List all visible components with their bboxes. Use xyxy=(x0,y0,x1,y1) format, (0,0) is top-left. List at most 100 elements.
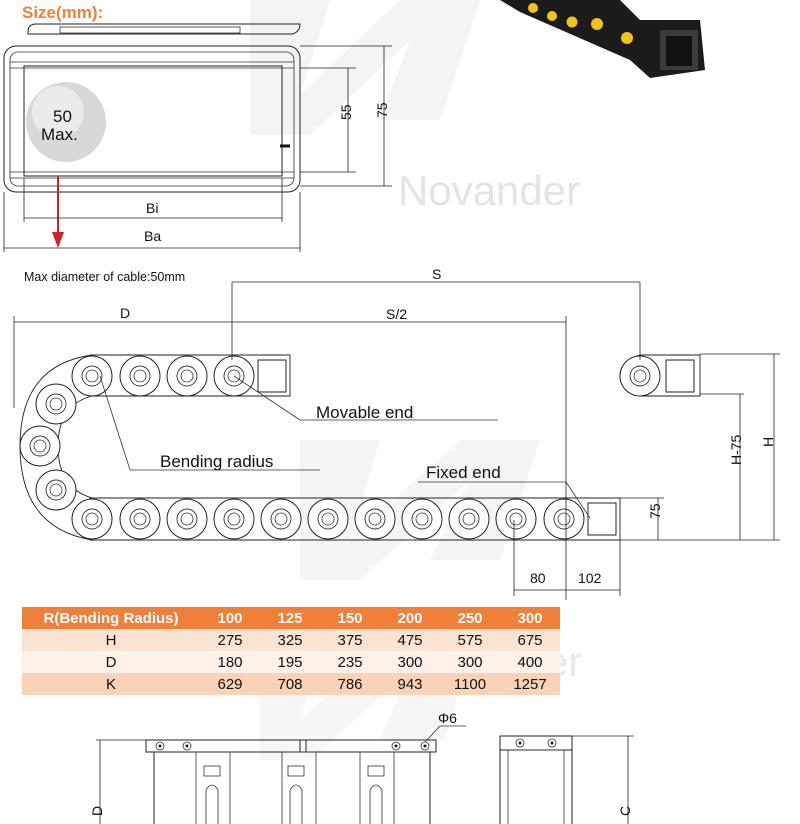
width-dims xyxy=(3,178,301,252)
link-ring xyxy=(364,508,386,530)
dim-inner-width: Bi xyxy=(146,200,158,216)
span-dims xyxy=(13,281,641,600)
table-cell: 235 xyxy=(320,651,380,673)
table-cell: H xyxy=(22,629,200,651)
dim-d-bottom: D xyxy=(89,806,105,816)
table-header-cell: 300 xyxy=(500,607,560,629)
table-cell: 629 xyxy=(200,673,260,695)
table-cell: K xyxy=(22,673,200,695)
table-header-cell: 250 xyxy=(440,607,500,629)
table-cell: 325 xyxy=(260,629,320,651)
link-ring xyxy=(176,508,198,530)
chain-link xyxy=(166,498,208,540)
bottom-link-drawing xyxy=(96,725,634,824)
link-ring xyxy=(223,365,245,387)
table-cell: 400 xyxy=(500,651,560,673)
link-pin xyxy=(274,512,288,526)
table-cell: 300 xyxy=(380,651,440,673)
dim-hole: Φ6 xyxy=(438,710,457,726)
chain-link xyxy=(213,498,255,540)
link-ring xyxy=(176,365,198,387)
chain-link xyxy=(401,498,443,540)
dim-h-minus: H-75 xyxy=(728,434,744,465)
link-ring xyxy=(81,508,103,530)
link-ring xyxy=(129,508,151,530)
table-header-cell: 150 xyxy=(320,607,380,629)
height-dims xyxy=(300,45,392,187)
chain-link xyxy=(260,498,302,540)
link-pin xyxy=(49,397,63,411)
dim-102: 102 xyxy=(578,570,602,586)
max-cable-caption: Max diameter of cable:50mm xyxy=(24,270,185,284)
link-pin xyxy=(33,439,47,453)
link-pin xyxy=(85,512,99,526)
link-ring xyxy=(629,365,651,387)
link-pin xyxy=(227,512,241,526)
table-cell: 275 xyxy=(200,629,260,651)
dim-h: H xyxy=(760,437,776,447)
table-cell: 675 xyxy=(500,629,560,651)
remote-end-bracket xyxy=(665,359,695,393)
link-pin xyxy=(368,512,382,526)
cable-max-word: Max. xyxy=(41,125,78,144)
chain-link xyxy=(35,383,77,425)
chain-link xyxy=(619,355,661,397)
link-ring xyxy=(45,393,67,415)
chain-link xyxy=(71,355,113,397)
link-pin xyxy=(227,369,241,383)
link-ring xyxy=(29,435,51,457)
chain-link xyxy=(307,498,349,540)
chain-link xyxy=(354,498,396,540)
dim-s: S xyxy=(432,266,441,282)
chain-link xyxy=(19,425,61,467)
table-cell: 1257 xyxy=(500,673,560,695)
chain-side-view xyxy=(19,354,701,541)
link-pin xyxy=(321,512,335,526)
table-cell: D xyxy=(22,651,200,673)
fixed-end-bracket xyxy=(587,502,617,536)
dim-half-s: S/2 xyxy=(386,306,407,322)
link-pin xyxy=(133,512,147,526)
link-pin xyxy=(49,483,63,497)
h-dims xyxy=(620,353,780,541)
cross-section-drawing xyxy=(3,23,301,193)
dim-75-side: 75 xyxy=(647,503,663,519)
link-ring xyxy=(129,365,151,387)
table-cell: 786 xyxy=(320,673,380,695)
movable-end-bracket xyxy=(257,359,287,393)
table-cell: 300 xyxy=(440,651,500,673)
link-pin xyxy=(180,512,194,526)
size-heading: Size(mm): xyxy=(22,3,103,22)
end-dims xyxy=(513,520,621,596)
link-pin xyxy=(180,369,194,383)
link-ring xyxy=(81,365,103,387)
chain-link xyxy=(119,355,161,397)
leaders xyxy=(99,375,591,519)
link-ring xyxy=(458,508,480,530)
table-row: K 629 708 786 943 1100 1257 xyxy=(22,673,560,695)
dim-inner-height: 55 xyxy=(338,104,354,120)
dim-80: 80 xyxy=(530,570,546,586)
chain-link xyxy=(119,498,161,540)
table-cell: 575 xyxy=(440,629,500,651)
link-ring xyxy=(411,508,433,530)
link-ring xyxy=(553,508,575,530)
dim-outer-height: 75 xyxy=(374,102,390,118)
table-cell: 475 xyxy=(380,629,440,651)
chain-link xyxy=(448,498,490,540)
table-header-cell: 125 xyxy=(260,607,320,629)
link-ring xyxy=(317,508,339,530)
bending-radius-table: R(Bending Radius) 100 125 150 200 250 30… xyxy=(22,607,560,695)
link-pin xyxy=(133,369,147,383)
label-movable-end: Movable end xyxy=(316,403,413,422)
link-pin xyxy=(633,369,647,383)
table-cell: 180 xyxy=(200,651,260,673)
table-row: D 180 195 235 300 300 400 xyxy=(22,651,560,673)
chain-link xyxy=(71,498,113,540)
table-cell: 195 xyxy=(260,651,320,673)
table-cell: 943 xyxy=(380,673,440,695)
link-pin xyxy=(509,512,523,526)
table-cell: 375 xyxy=(320,629,380,651)
chain-link xyxy=(495,498,537,540)
